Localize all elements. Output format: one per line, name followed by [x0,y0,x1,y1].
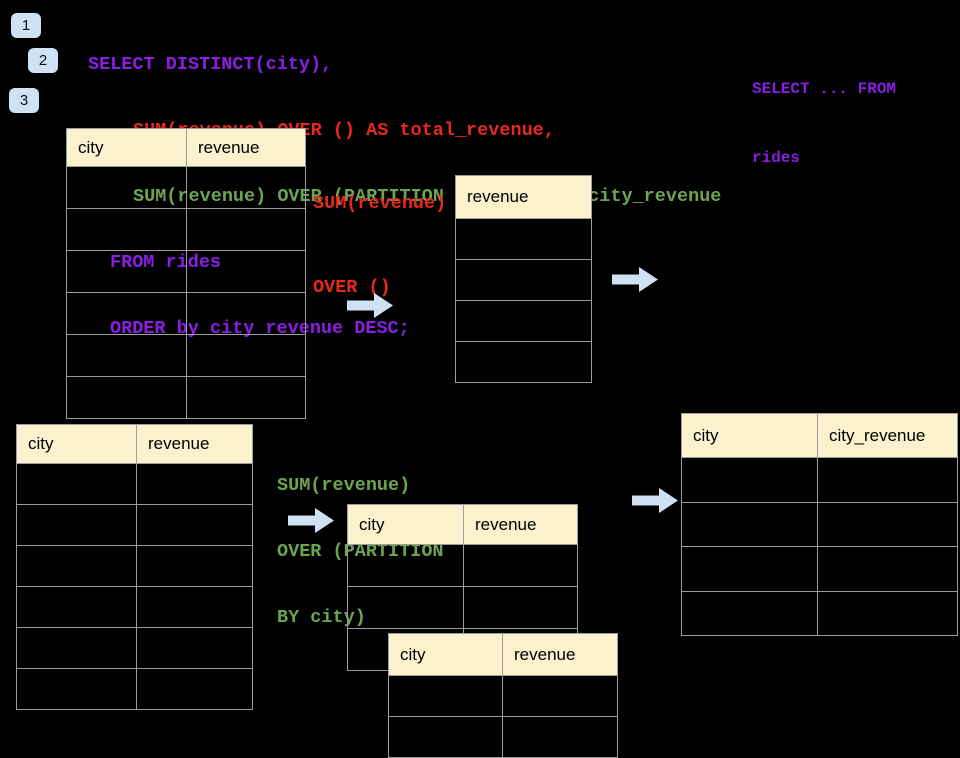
table-row [66,250,306,293]
flow-arrow-icon [347,292,393,319]
column-header-revenue: revenue [463,504,578,545]
total-revenue-annotation: SUM(revenue) OVER () [313,134,446,330]
table-row [16,627,253,669]
column-header-revenue: revenue [136,424,253,464]
note-line: SELECT ... FROM [752,80,897,98]
table-row [455,341,592,383]
annotation-line: OVER () [313,277,391,298]
table-source-bottom: city revenue [16,424,253,710]
table-row [66,208,306,251]
table-row [681,590,958,636]
flow-arrow-icon [632,487,678,514]
sql-line: SELECT DISTINCT(city), [88,54,333,75]
table-row [681,501,958,547]
table-row [16,668,253,710]
table-row [66,292,306,335]
flow-arrow-icon [288,507,334,534]
table-partition-mid: city revenue [347,504,578,671]
flow-arrow-icon [612,266,658,293]
table-row [347,586,578,629]
column-header-city: city [388,633,503,676]
column-header-city: city [66,128,187,167]
table-row [388,675,618,717]
from-rides-note: SELECT ... FROM rides [752,32,896,193]
column-header-revenue: revenue [502,633,618,676]
table-city-revenue-result: city city_revenue [681,413,958,636]
table-row [66,334,306,377]
table-row [455,300,592,342]
table-row [681,546,958,592]
table-row [388,716,618,758]
table-row [66,376,306,419]
table-partition-overlay: city revenue [388,633,618,758]
step-badge-1: 1 [11,13,41,38]
table-row [16,504,253,546]
table-row [66,166,306,209]
table-total-revenue: revenue [455,175,592,383]
step-badge-3: 3 [9,88,39,113]
note-line: rides [752,149,801,167]
table-row [455,259,592,301]
annotation-line: SUM(revenue) [313,193,447,214]
column-header-revenue: revenue [455,175,592,219]
table-row [455,218,592,260]
table-row [16,463,253,505]
table-source-top: city revenue [66,128,306,419]
column-header-city: city [347,504,464,545]
annotation-line: SUM(revenue) [277,475,411,496]
step-badge-2: 2 [28,48,58,73]
column-header-city: city [681,413,818,458]
column-header-city: city [16,424,137,464]
table-row [16,586,253,628]
table-row [681,457,958,503]
table-row [16,545,253,587]
table-row [347,544,578,587]
column-header-city-revenue: city_revenue [817,413,958,458]
column-header-revenue: revenue [186,128,306,167]
